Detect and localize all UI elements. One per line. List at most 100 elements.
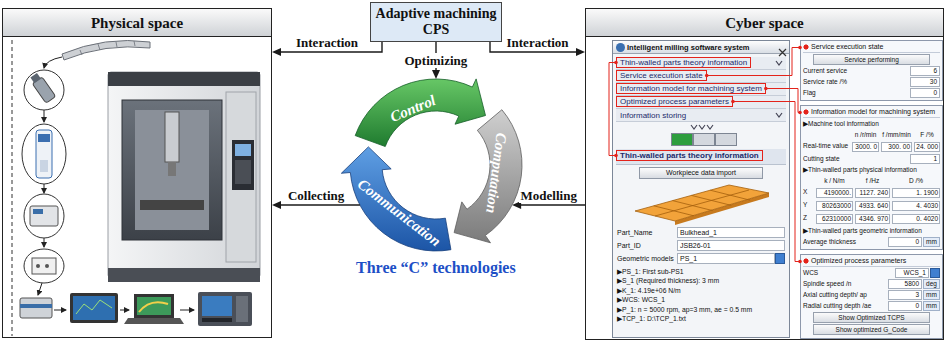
link-dot (798, 46, 802, 50)
ui-button (693, 133, 715, 146)
edge-label: Optimizing (403, 53, 470, 68)
machine-tool (140, 200, 204, 210)
field-label: Cutting state (803, 154, 910, 164)
table-spacer (803, 130, 850, 140)
connector (280, 204, 360, 205)
field-row: Service rate /%30 (803, 77, 940, 87)
data-box (20, 298, 52, 318)
section-label: ▶Machine tool information (803, 119, 940, 129)
field-row: Spindle speed /n5800deg (803, 279, 940, 289)
field-row: Axial cutting depth/ ap3mm (803, 290, 940, 300)
table-row: k / N/mf /HzD /% (803, 176, 940, 186)
cnc-controller (198, 292, 252, 326)
row-label: Y (803, 200, 814, 212)
cycle-arrow-shape (341, 147, 451, 251)
field-label: Part_Name (617, 228, 677, 238)
ui-button: Show Optimized TCPS (813, 312, 930, 323)
field-row: WCSWCS_1 (803, 268, 940, 278)
table-value: 4. 4030 (892, 201, 940, 211)
flow-arrow (44, 110, 45, 122)
machine-tool (235, 160, 251, 184)
table-value: 4190000. (816, 188, 853, 198)
link-dot (764, 87, 768, 91)
bullet-text: ▶PS_1: First sub-PS1 (617, 267, 785, 276)
bullet-text: ▶P_1: n = 5000 rpm, ap=3 mm, ae = 0.5 mm (617, 305, 785, 314)
row-label: Z (803, 213, 814, 225)
field-label: Current service (803, 66, 910, 76)
field-row: Part_NameBulkhead_1 (617, 227, 785, 238)
flow-arrow (54, 310, 66, 311)
machine-tool (232, 140, 254, 190)
menu-label: Optimized process parameters (620, 97, 729, 106)
flow-arrow (38, 283, 42, 295)
charge-amplifier (36, 130, 52, 178)
arrowhead (272, 201, 281, 209)
expand-chevrons (691, 125, 713, 129)
flow-arrow (180, 310, 194, 311)
charge-amplifier (40, 160, 48, 172)
part-image (617, 181, 785, 225)
link-dot (798, 111, 802, 115)
ui-button (715, 133, 737, 146)
thin-walled-part (62, 41, 150, 61)
laptop (134, 294, 174, 318)
table-row: Real-time value3000. 0300. 0024. 000 (803, 141, 940, 153)
caption-text: Three “C” technologies (356, 258, 516, 278)
laptop (137, 297, 171, 315)
sensor-ellipse (24, 194, 64, 238)
link-dot (798, 260, 802, 264)
machine-tool (168, 162, 176, 176)
arrowhead (432, 70, 440, 79)
window-title: Intelligent milling software system (613, 41, 789, 54)
menu-item-box: Information model for machining system (616, 83, 766, 94)
field-row: Cutting state1 (803, 154, 940, 164)
table-value: 80263000 (816, 201, 853, 211)
acquisition-box (30, 206, 58, 226)
sensor-ellipse (22, 124, 66, 184)
adapter-box (32, 258, 56, 274)
field-value: PS_1 (677, 253, 775, 264)
field-value: JSB26-01 (677, 240, 785, 251)
monitor-screen (76, 300, 112, 314)
force-sensor (29, 72, 56, 103)
highlight-link (707, 48, 800, 76)
panel-heading: Optimized process parameters (803, 256, 940, 267)
laptop (139, 302, 168, 312)
highlight-link (764, 87, 802, 115)
highlight-link (609, 63, 616, 156)
column-header: f /mm/min (881, 130, 912, 140)
adapter-box (45, 264, 49, 268)
sensor-ellipse (24, 249, 64, 283)
link-dot (731, 100, 735, 104)
field-value: 3 (888, 290, 922, 300)
field-row: Flag0 (803, 88, 940, 98)
flow-arrow (44, 238, 45, 247)
field-label: Average thickness (803, 237, 888, 247)
flow-arrow (120, 310, 129, 311)
data-box (20, 304, 52, 308)
monitor-screen (70, 293, 118, 323)
machine-tool (108, 72, 260, 86)
section-label: ▶Thin-walled parts geometric information (803, 226, 940, 236)
row-label: X (803, 187, 814, 199)
menu-label: Thin-walled parts theory information (620, 58, 747, 67)
field-label: Axial cutting depth/ ap (803, 290, 888, 300)
field-label: Spindle speed /n (803, 279, 888, 289)
panel-heading: Service execution state (803, 42, 940, 53)
table-row: X4190000.1127. 2401. 1900 (803, 187, 940, 199)
field-row: Geometric modelsPS_1 (617, 253, 785, 264)
ui-button: Show optimized G_Code (813, 324, 930, 335)
close-icon (778, 48, 787, 57)
chevron-icon (776, 61, 782, 65)
adapter-box (32, 258, 56, 274)
cycle-arrow: Communication (339, 144, 453, 253)
unit-box: deg (923, 279, 940, 289)
data-box (20, 298, 52, 318)
dashed-guide (12, 40, 13, 336)
table-value: 1. 1900 (892, 188, 940, 198)
field-row: Average thickness0mm (803, 237, 940, 247)
dropdown-button (775, 253, 785, 264)
monitor-screen (70, 293, 118, 323)
bullet-text: ▶WCS: WCS_1 (617, 295, 785, 304)
cycle-arrow-shape (454, 110, 522, 243)
